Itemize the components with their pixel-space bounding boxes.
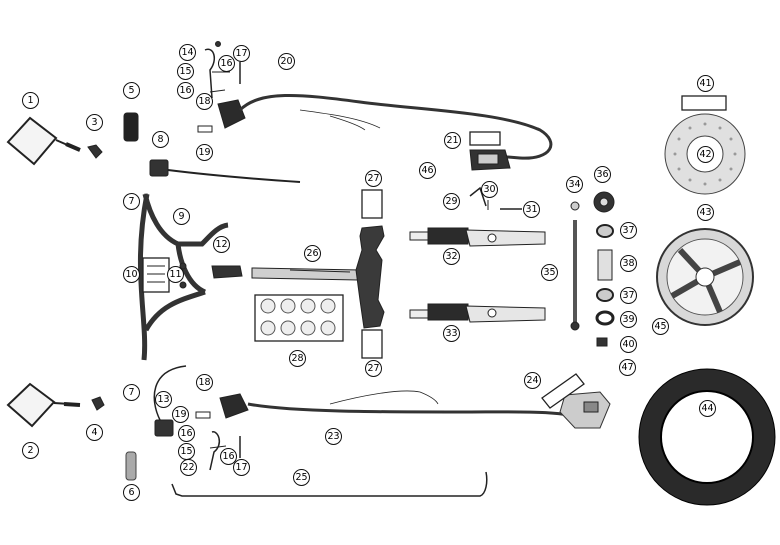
callout-47: 47 — [619, 359, 636, 376]
callout-41: 41 — [697, 75, 714, 92]
callout-35: 35 — [541, 264, 558, 281]
callout-30: 30 — [481, 181, 498, 198]
callout-38: 38 — [620, 255, 637, 272]
callout-40: 40 — [620, 336, 637, 353]
callout-46: 46 — [419, 162, 436, 179]
callout-2: 2 — [22, 442, 39, 459]
callout-15-lower: 15 — [178, 443, 195, 460]
callout-27-upper: 27 — [365, 170, 382, 187]
callout-16-upper-right: 16 — [218, 55, 235, 72]
callout-4: 4 — [86, 424, 103, 441]
callout-22: 22 — [180, 459, 197, 476]
callout-11: 11 — [167, 266, 184, 283]
callout-10: 10 — [123, 266, 140, 283]
callout-37-lower: 37 — [620, 287, 637, 304]
callout-15-upper: 15 — [177, 63, 194, 80]
callout-16-upper-left: 16 — [177, 82, 194, 99]
callout-13: 13 — [155, 391, 172, 408]
callout-6: 6 — [123, 484, 140, 501]
callout-44: 44 — [699, 400, 716, 417]
callout-26: 26 — [304, 245, 321, 262]
callout-42: 42 — [697, 146, 714, 163]
callout-16-lower-left: 16 — [178, 425, 195, 442]
callout-45: 45 — [652, 318, 669, 335]
callout-23: 23 — [325, 428, 342, 445]
callout-39: 39 — [620, 311, 637, 328]
callout-1: 1 — [22, 92, 39, 109]
callout-37-upper: 37 — [620, 222, 637, 239]
callout-7-upper: 7 — [123, 193, 140, 210]
callout-16-lower-right: 16 — [220, 448, 237, 465]
callout-18-lower: 18 — [196, 374, 213, 391]
callout-17-upper: 17 — [233, 45, 250, 62]
right-mirror — [6, 382, 81, 428]
callout-17-lower: 17 — [233, 459, 250, 476]
callout-3: 3 — [86, 114, 103, 131]
callout-8: 8 — [152, 131, 169, 148]
callout-5: 5 — [123, 82, 140, 99]
callout-19-upper: 19 — [196, 144, 213, 161]
callout-25: 25 — [293, 469, 310, 486]
callout-14: 14 — [179, 44, 196, 61]
callout-28: 28 — [289, 350, 306, 367]
callout-24: 24 — [524, 372, 541, 389]
callout-7-lower: 7 — [123, 384, 140, 401]
callout-21: 21 — [444, 132, 461, 149]
callout-43: 43 — [697, 204, 714, 221]
callout-20: 20 — [278, 53, 295, 70]
callout-36: 36 — [594, 166, 611, 183]
fork-leg-upper — [409, 227, 546, 247]
callout-33: 33 — [443, 325, 460, 342]
callout-12: 12 — [213, 236, 230, 253]
callout-19-lower: 19 — [172, 406, 189, 423]
callout-29: 29 — [443, 193, 460, 210]
callout-32: 32 — [443, 248, 460, 265]
callout-9: 9 — [173, 208, 190, 225]
callout-18-upper: 18 — [196, 93, 213, 110]
callout-27-lower: 27 — [365, 360, 382, 377]
left-mirror — [6, 116, 81, 166]
callout-34: 34 — [566, 176, 583, 193]
callout-31: 31 — [523, 201, 540, 218]
fork-leg-lower — [409, 303, 546, 323]
